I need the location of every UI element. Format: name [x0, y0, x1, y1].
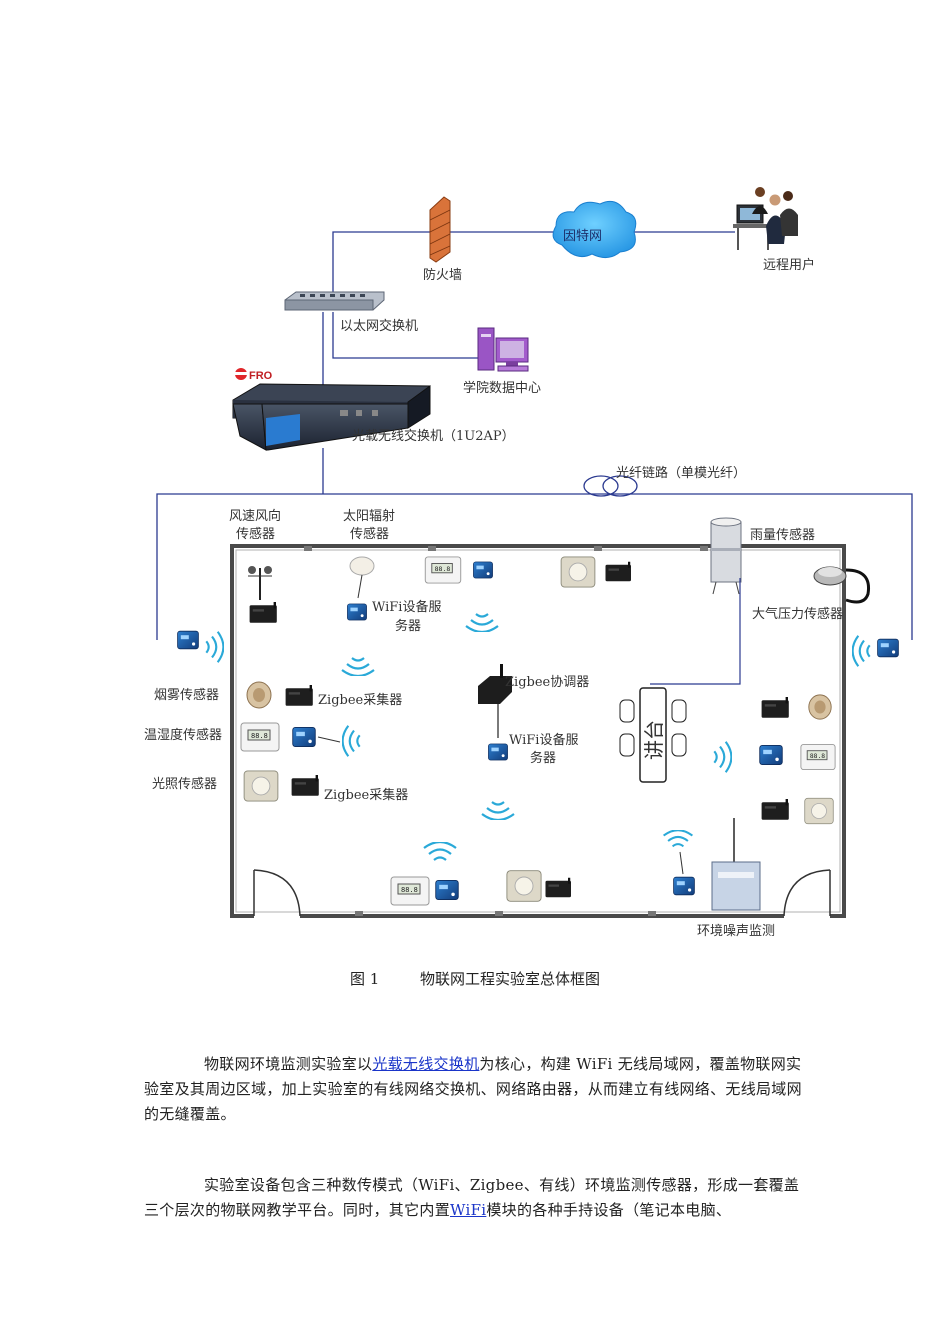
wifi-server-1b-label: 务器 — [395, 618, 421, 634]
paragraph-2-text-b: 模块的各种手持设备（笔记本电脑、 — [486, 1201, 732, 1219]
figure-title: 物联网工程实验室总体框图 — [420, 970, 601, 988]
paragraph-1-link[interactable]: 光载无线交换机 — [372, 1055, 480, 1073]
light-sensor-icon — [243, 770, 279, 802]
paragraph-2: 实验室设备包含三种数传模式（WiFi、Zigbee、有线）环境监测传感器，形成一… — [144, 1173, 812, 1223]
rain-sensor-icon — [710, 517, 742, 595]
smoke-sensor-label: 烟雾传感器 — [154, 687, 219, 703]
solar-sensor-icon — [349, 556, 375, 599]
wind-sensor-label-2: 传感器 — [236, 526, 275, 542]
firewall-icon — [429, 196, 451, 263]
solar-sensor-label-2: 传感器 — [350, 526, 389, 542]
light-sensor-label: 光照传感器 — [152, 776, 217, 792]
wind-sensor-icon — [248, 566, 272, 600]
remote-user-label: 远程用户 — [763, 257, 815, 273]
zigbee-coordinator-label: Zigbee协调器 — [505, 675, 589, 690]
ethernet-switch-label: 以太网交换机 — [340, 318, 418, 334]
data-center-icon — [477, 327, 529, 372]
zigbee-collector-1-label: Zigbee采集器 — [318, 692, 402, 708]
optical-switch-label: 光载无线交换机（1U2AP） — [352, 428, 515, 444]
podium-icon — [619, 687, 687, 783]
light-sensor-top-icon — [560, 556, 596, 588]
firewall-label: 防火墙 — [423, 267, 462, 283]
paragraph-2-link[interactable]: WiFi — [450, 1201, 487, 1219]
fro-logo-text: FRO — [249, 370, 273, 382]
pressure-sensor-icon — [813, 566, 871, 604]
pressure-sensor-label: 大气压力传感器 — [752, 606, 843, 622]
noise-monitor-label: 环境噪声监测 — [697, 924, 775, 939]
temp-sensor-top-icon — [424, 556, 462, 584]
zigbee-collector-2-label: Zigbee采集器 — [324, 787, 408, 803]
fiber-link-label: 光纤链路（单模光纤） — [616, 465, 746, 481]
door-right-icon — [783, 869, 831, 917]
optical-switch-icon — [232, 383, 431, 451]
iot-lab-diagram: 88.8 防火墙 因特网 — [144, 187, 913, 939]
temp-humidity-label: 温湿度传感器 — [144, 727, 222, 743]
fro-logo-icon — [235, 368, 247, 380]
smoke-sensor-icon — [246, 681, 272, 709]
internet-cloud-icon — [552, 200, 637, 258]
fiber-coil-icon — [583, 475, 638, 497]
figure-number: 图 1 — [349, 970, 380, 988]
paragraph-1-text-b: 为核心，构建 WiFi 无线局域网，覆盖物联网实验室及其周边区域，加上实验室的有… — [144, 1055, 802, 1123]
zigbee-coordinator-icon — [478, 664, 512, 704]
noise-monitor-icon — [711, 818, 761, 911]
rain-sensor-label: 雨量传感器 — [750, 527, 815, 543]
paragraph-1-text-a: 物联网环境监测实验室以 — [204, 1055, 373, 1073]
wifi-server-2b-label: 务器 — [530, 750, 556, 766]
ap-right-icon — [877, 638, 899, 658]
figure-caption: 图 1 物联网工程实验室总体框图 — [0, 968, 950, 989]
data-center-label: 学院数据中心 — [463, 380, 541, 396]
solar-sensor-label-1: 太阳辐射 — [343, 508, 395, 524]
door-left-icon — [253, 869, 301, 917]
ap-left-icon — [177, 630, 199, 650]
paragraph-2-text-a: 实验室设备包含三种数传模式（WiFi、Zigbee、有线）环境监测传感器，形成一… — [144, 1176, 800, 1219]
ethernet-switch-icon — [284, 291, 385, 311]
remote-user-icon — [733, 187, 798, 250]
lab-room-walls — [230, 544, 846, 919]
paragraph-1: 物联网环境监测实验室以光载无线交换机为核心，构建 WiFi 无线局域网，覆盖物联… — [144, 1052, 812, 1127]
internet-label: 因特网 — [563, 229, 602, 244]
wifi-server-2a-label: WiFi设备服 — [509, 732, 578, 748]
temp-humidity-icon — [240, 722, 280, 752]
wind-sensor-label-1: 风速风向 — [229, 508, 281, 524]
podium-label: 讲台 — [642, 720, 666, 760]
wifi-server-1a-label: WiFi设备服 — [372, 599, 441, 615]
